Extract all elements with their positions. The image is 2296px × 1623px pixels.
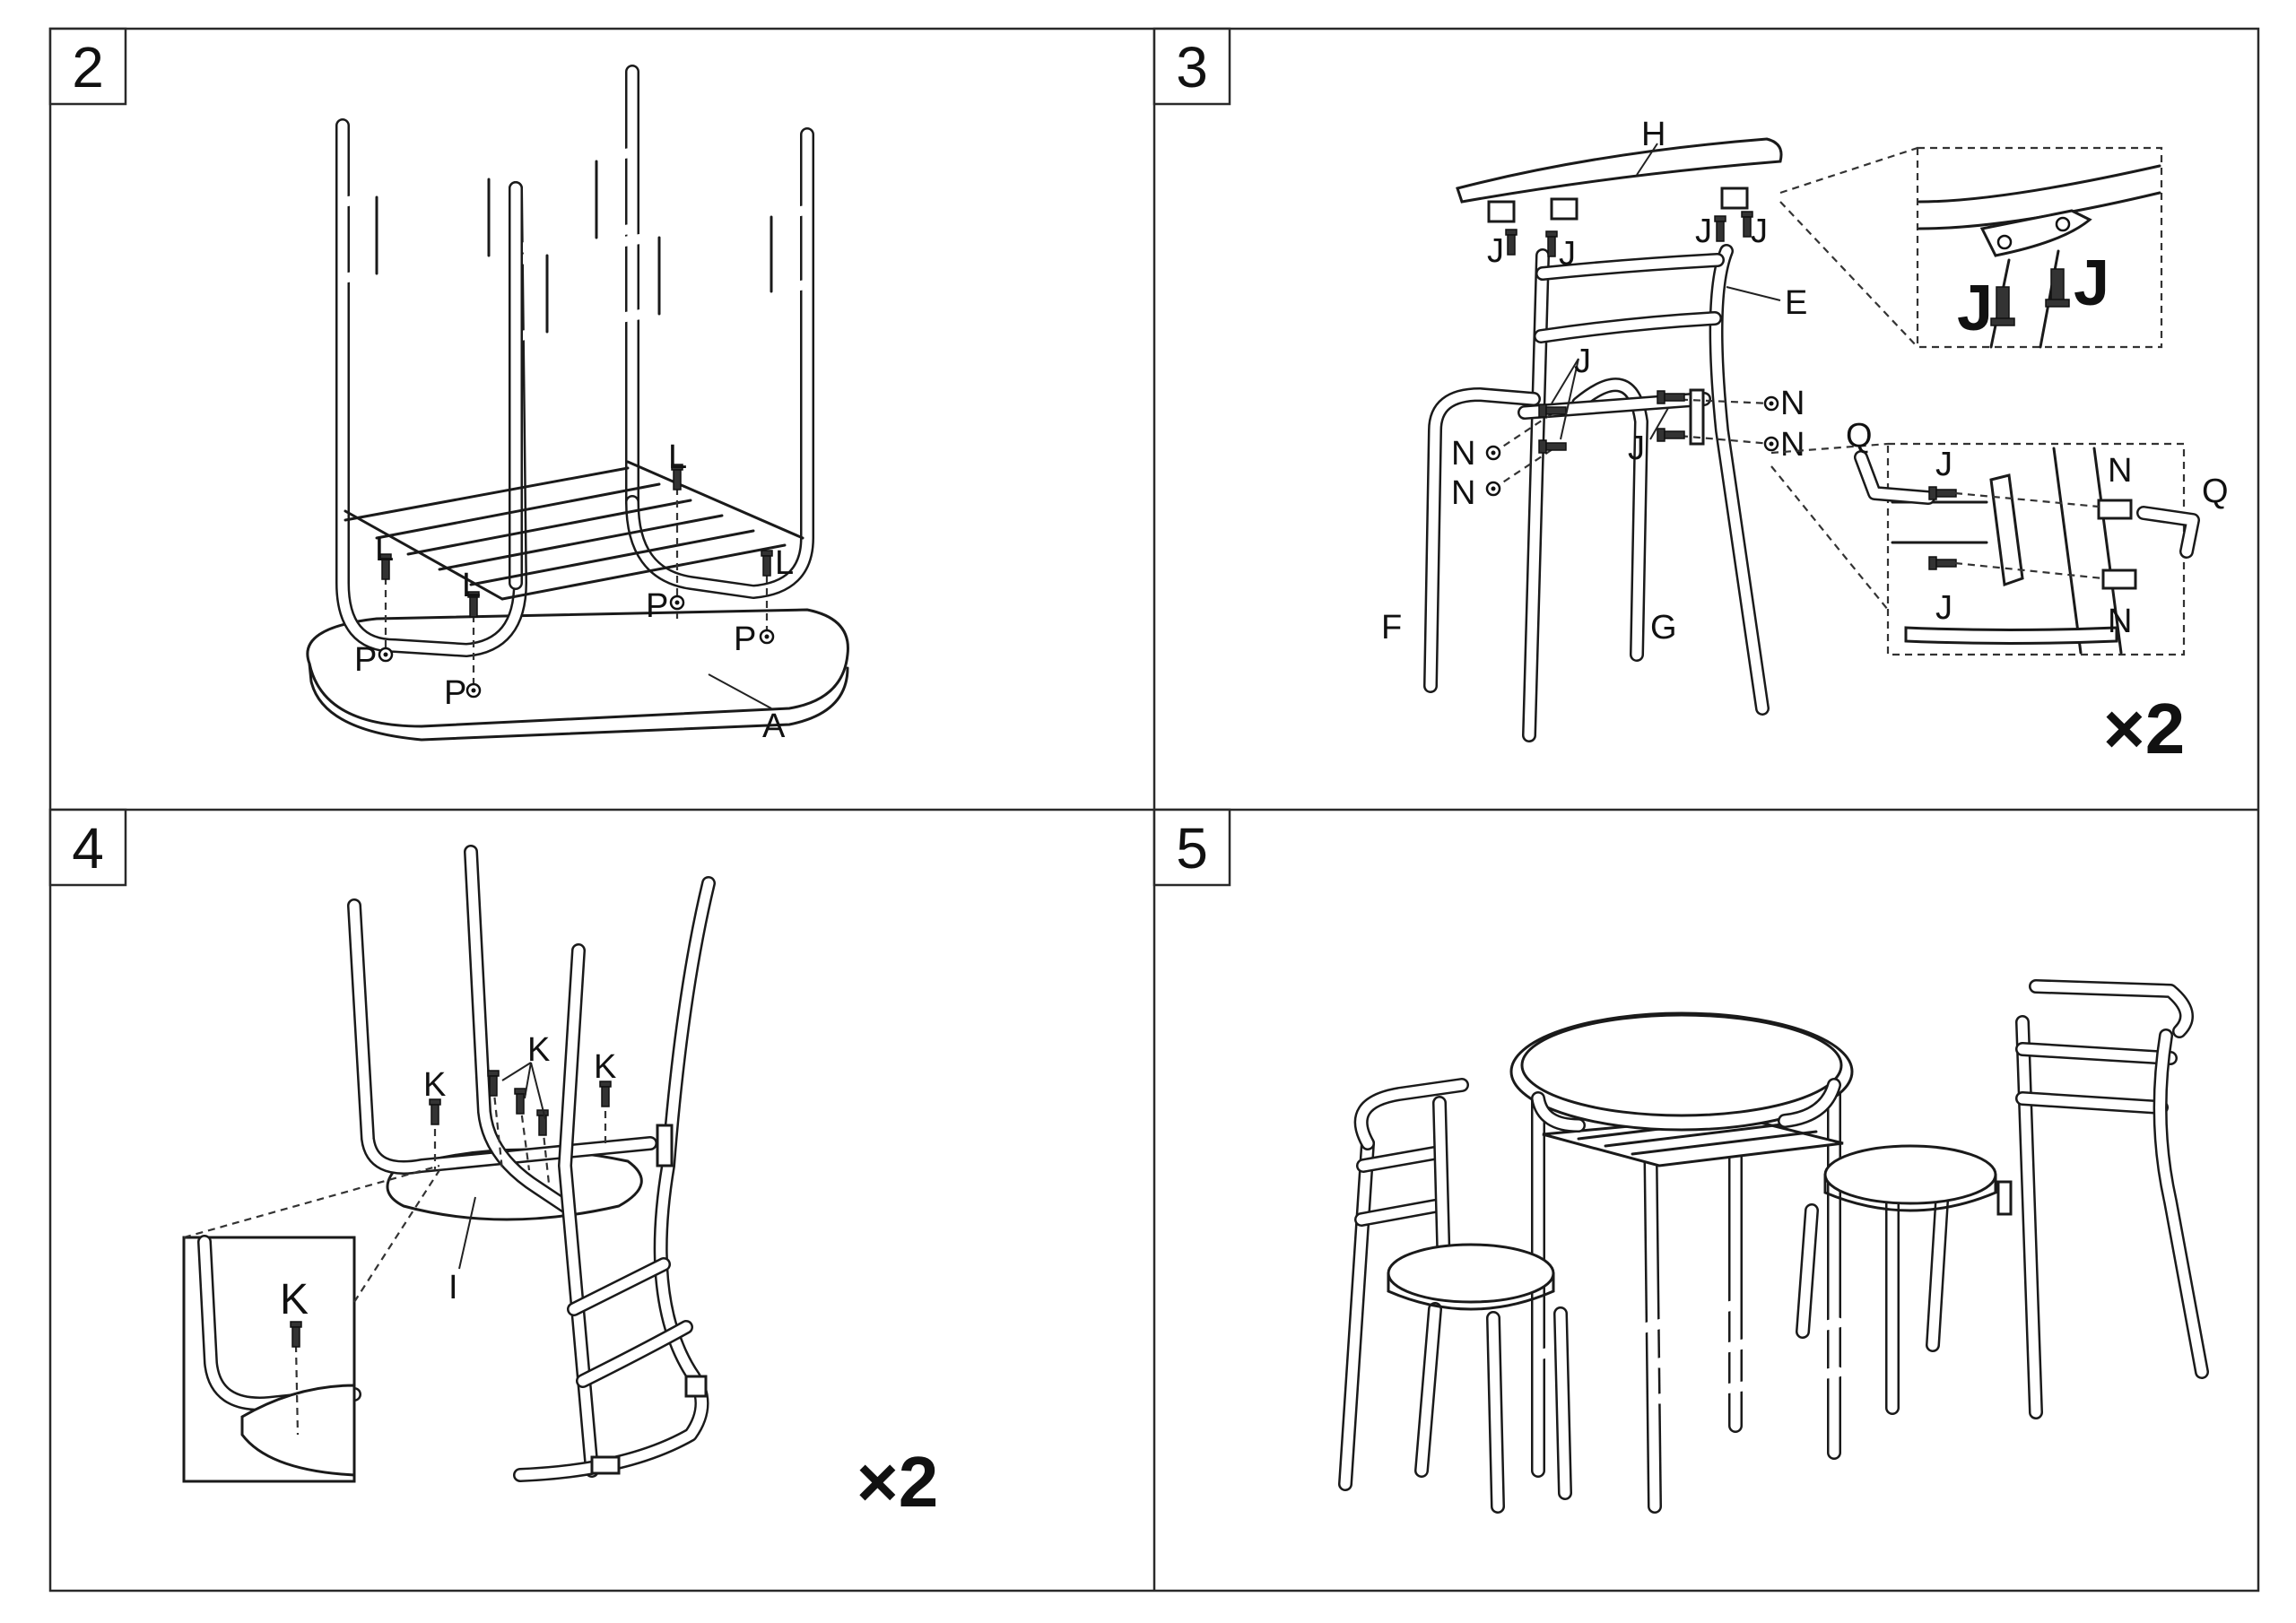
step-number-box: 3 bbox=[1152, 27, 1231, 106]
nut-icon bbox=[1763, 436, 1779, 452]
label-j: J bbox=[1574, 343, 1591, 380]
nut-icon bbox=[1763, 395, 1779, 412]
step-number: 5 bbox=[1176, 816, 1208, 881]
label-j: J bbox=[1559, 235, 1576, 273]
nut-icon bbox=[1485, 445, 1501, 461]
step-4-panel: 4 bbox=[48, 808, 938, 1522]
step-number: 3 bbox=[1176, 35, 1208, 100]
nut-icon bbox=[465, 682, 482, 699]
assembled-table bbox=[1509, 1011, 1854, 1514]
step-number-box: 4 bbox=[48, 808, 127, 887]
quantity-multiplier: ×2 bbox=[857, 1442, 938, 1522]
chair-drawing bbox=[1423, 137, 1783, 742]
label-k-large: K bbox=[280, 1276, 309, 1324]
label-p-4: P bbox=[734, 621, 756, 658]
table-top-drawing bbox=[306, 608, 849, 742]
nut-icon bbox=[2097, 499, 2133, 520]
label-l-3: L bbox=[668, 438, 687, 476]
nut-icon bbox=[759, 629, 775, 645]
label-g: G bbox=[1650, 609, 1677, 647]
assembled-chair-right bbox=[1796, 979, 2209, 1419]
label-p-3: P bbox=[646, 587, 668, 625]
label-n: N bbox=[2108, 452, 2132, 490]
screw-icon bbox=[536, 1109, 549, 1136]
screw-icon bbox=[1714, 215, 1726, 242]
label-j: J bbox=[1935, 589, 1952, 627]
nut-icon bbox=[1485, 481, 1501, 497]
label-l-2: L bbox=[462, 567, 481, 604]
screw-icon bbox=[290, 1321, 302, 1348]
screw-icon bbox=[1657, 428, 1685, 442]
screw-icon bbox=[1928, 556, 1957, 570]
step-number: 2 bbox=[72, 35, 104, 100]
label-n: N bbox=[2108, 603, 2132, 640]
label-j: J bbox=[1751, 213, 1768, 250]
screw-icon bbox=[1545, 230, 1558, 257]
label-k: K bbox=[594, 1048, 616, 1086]
label-n: N bbox=[1451, 474, 1475, 512]
label-l-1: L bbox=[375, 531, 394, 568]
screw-icon bbox=[1538, 439, 1567, 454]
label-h: H bbox=[1641, 116, 1665, 153]
screw-icon bbox=[1928, 486, 1957, 500]
step-2-hardware: L L L L P P P P A bbox=[354, 438, 794, 745]
label-j: J bbox=[1935, 446, 1952, 483]
nut-icon bbox=[669, 595, 685, 611]
label-e: E bbox=[1785, 284, 1807, 322]
detail-inset-stool: K bbox=[182, 1164, 440, 1483]
label-p-1: P bbox=[354, 641, 377, 679]
label-q: Q bbox=[2202, 473, 2229, 510]
screw-icon bbox=[1990, 286, 2015, 326]
detail-inset-seatrail: Q Q J J N N bbox=[1770, 417, 2229, 656]
label-n: N bbox=[1451, 435, 1475, 473]
label-k: K bbox=[423, 1066, 446, 1104]
label-q: Q bbox=[1846, 417, 1873, 455]
assembled-chair-left bbox=[1338, 1078, 1572, 1514]
stool-upside-down-drawing bbox=[347, 845, 716, 1482]
screw-icon bbox=[1505, 229, 1518, 256]
label-f: F bbox=[1381, 609, 1402, 647]
label-j-large: J bbox=[2074, 247, 2109, 319]
screw-icon bbox=[514, 1088, 526, 1115]
screw-icon bbox=[487, 1070, 500, 1097]
label-p-2: P bbox=[444, 674, 466, 712]
table-frame-drawing bbox=[335, 65, 814, 657]
label-j-large: J bbox=[1957, 273, 1993, 344]
screw-icon bbox=[761, 550, 773, 577]
step-3-hardware: J J J J H E F G J J bbox=[1381, 116, 1807, 647]
label-j: J bbox=[1487, 232, 1504, 270]
step-5-panel: 5 bbox=[1152, 808, 2209, 1514]
label-i: I bbox=[448, 1269, 458, 1306]
nut-icon bbox=[2101, 568, 2137, 590]
nut-icon bbox=[378, 647, 394, 663]
label-n: N bbox=[1780, 426, 1805, 464]
step-number-box: 2 bbox=[48, 27, 127, 106]
label-a: A bbox=[762, 707, 786, 745]
step-3-panel: 3 bbox=[1152, 27, 2229, 768]
quantity-multiplier: ×2 bbox=[2103, 689, 2185, 768]
step-number: 4 bbox=[72, 816, 104, 881]
step-number-box: 5 bbox=[1152, 808, 1231, 887]
step-4-hardware: K K K I bbox=[423, 1031, 616, 1306]
label-k: K bbox=[527, 1031, 550, 1069]
label-n: N bbox=[1780, 385, 1805, 422]
label-j: J bbox=[1695, 213, 1712, 250]
label-l-4: L bbox=[775, 544, 794, 582]
label-j: J bbox=[1628, 430, 1645, 467]
detail-inset-backrest: J J bbox=[1779, 146, 2163, 349]
step-2-panel: 2 bbox=[48, 27, 849, 745]
screw-icon bbox=[2045, 268, 2070, 308]
